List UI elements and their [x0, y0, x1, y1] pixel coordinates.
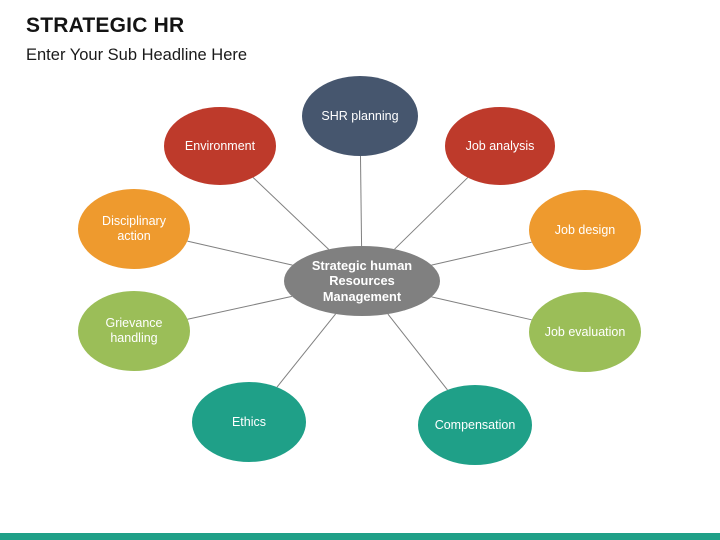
node-shr-planning[interactable]: SHR planning — [302, 76, 418, 156]
node-label-job-evaluation: Job evaluation — [544, 324, 626, 339]
connector-job-design — [431, 241, 532, 266]
node-compensation[interactable]: Compensation — [418, 385, 532, 465]
center-node-label: Strategic human Resources Management — [311, 258, 413, 304]
node-label-job-design: Job design — [554, 222, 616, 237]
node-label-shr-planning: SHR planning — [321, 108, 399, 123]
connector-shr-planning — [359, 155, 363, 247]
node-job-evaluation[interactable]: Job evaluation — [529, 292, 641, 372]
node-ethics[interactable]: Ethics — [192, 382, 306, 462]
connector-environment — [252, 177, 330, 250]
node-job-design[interactable]: Job design — [529, 190, 641, 270]
page-title: STRATEGIC HR — [26, 14, 185, 37]
connector-grievance-handling — [187, 295, 293, 320]
page-subtitle: Enter Your Sub Headline Here — [26, 46, 248, 64]
connector-compensation — [387, 313, 448, 391]
node-label-compensation: Compensation — [434, 417, 516, 432]
node-label-job-analysis: Job analysis — [465, 138, 535, 153]
center-node[interactable]: Strategic human Resources Management — [284, 246, 440, 316]
node-disciplinary-action[interactable]: Disciplinary action — [78, 189, 190, 269]
node-job-analysis[interactable]: Job analysis — [445, 107, 555, 185]
node-label-ethics: Ethics — [231, 414, 267, 429]
node-grievance-handling[interactable]: Grievance handling — [78, 291, 190, 371]
node-label-environment: Environment — [184, 138, 256, 153]
bottom-accent-bar — [0, 533, 720, 540]
node-label-disciplinary-action: Disciplinary action — [102, 214, 166, 243]
connector-disciplinary-action — [187, 240, 293, 266]
node-label-grievance-handling: Grievance handling — [105, 316, 163, 345]
connector-job-analysis — [394, 177, 469, 250]
node-environment[interactable]: Environment — [164, 107, 276, 185]
connector-job-evaluation — [431, 296, 532, 321]
connector-ethics — [276, 313, 337, 388]
